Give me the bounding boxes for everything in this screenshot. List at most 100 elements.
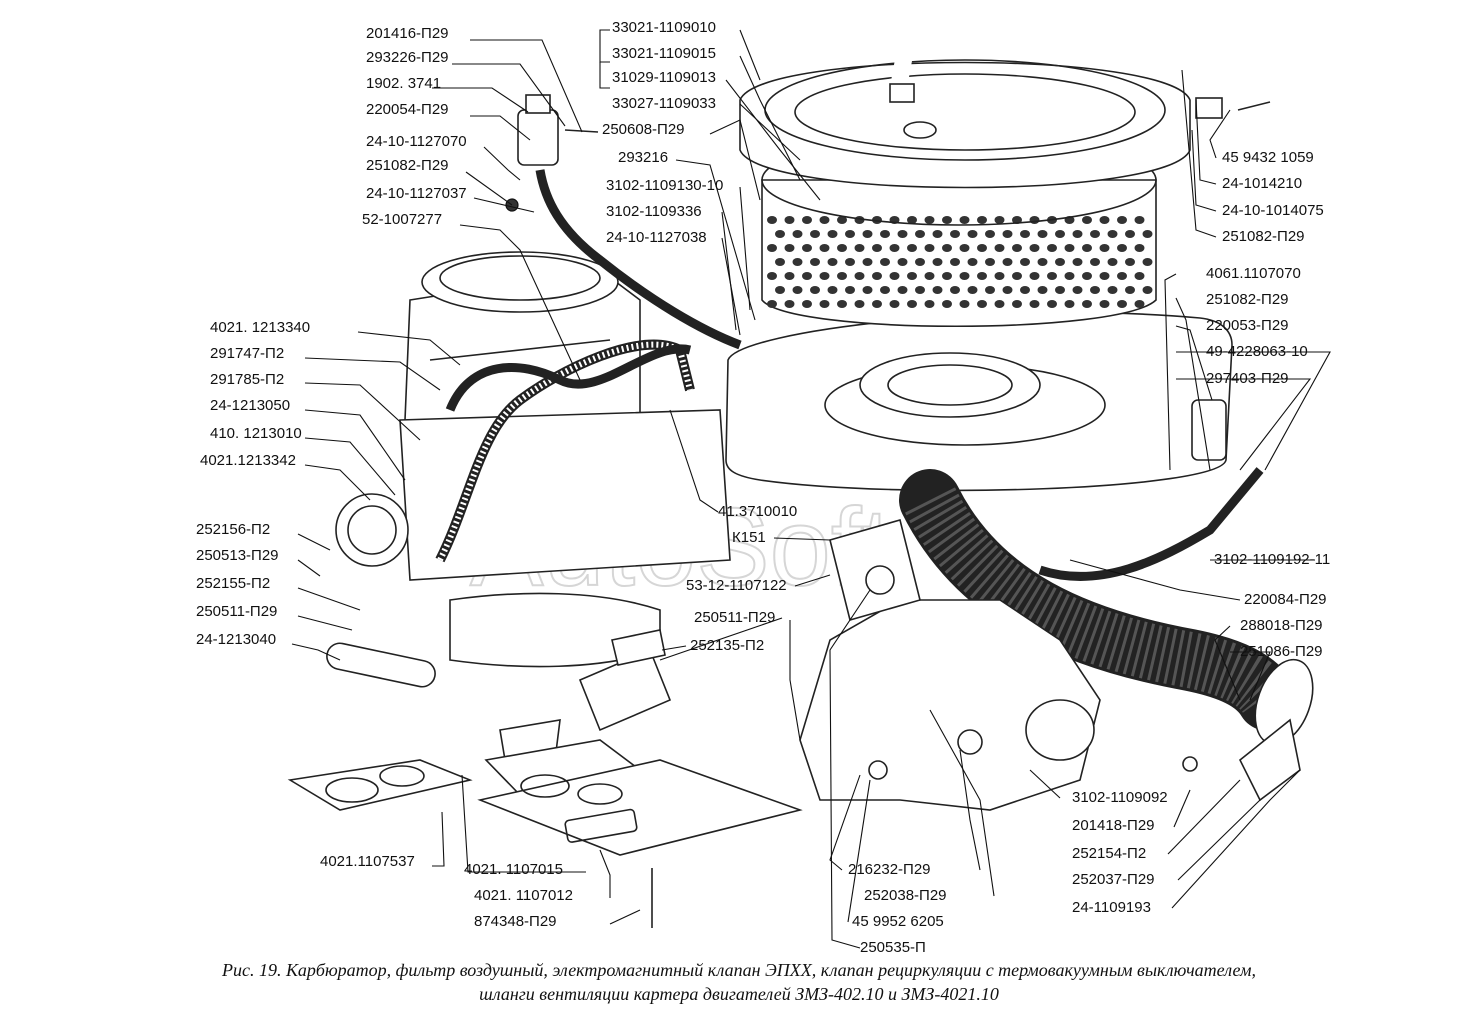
label-24-1213050: 24-1213050 xyxy=(210,397,290,414)
pipe-clamp xyxy=(1195,97,1223,119)
ephh-connector xyxy=(525,94,551,114)
cover-inner-edge xyxy=(794,73,1136,151)
cover-nut xyxy=(903,121,937,139)
intake-manifold xyxy=(399,409,731,581)
label-3102-1109336: 3102-1109336 xyxy=(606,203,702,220)
air-filter-assembly xyxy=(725,20,1271,492)
label-291747-p2: 291747-П2 xyxy=(210,345,284,362)
label-33021-1109015: 33021-1109015 xyxy=(612,45,716,62)
crankcase-vent-hose xyxy=(1038,467,1264,581)
carburetor-flange-line xyxy=(429,339,611,361)
label-33021-1109010: 33021-1109010 xyxy=(612,19,716,36)
label-24-10-1014075: 24-10-1014075 xyxy=(1222,202,1324,219)
manifold-body xyxy=(799,599,1101,811)
plate-slot xyxy=(564,808,638,843)
label-251082-p29-b: 251082-П29 xyxy=(1222,228,1305,245)
figure-caption: Рис. 19. Карбюратор, фильтр воздушный, э… xyxy=(0,958,1478,1006)
label-252154-p2: 252154-П2 xyxy=(1072,845,1146,862)
thermo-vacuum-switch-top xyxy=(611,629,666,666)
label-4021-1213340: 4021. 1213340 xyxy=(210,319,310,336)
label-288018-p29: 288018-П29 xyxy=(1240,617,1323,634)
plate-hole-b xyxy=(577,783,623,805)
label-252037-p29: 252037-П29 xyxy=(1072,871,1155,888)
label-250511-p29-b: 250511-П29 xyxy=(694,609,775,626)
label-250535-p: 250535-П xyxy=(860,939,926,956)
label-3102-1109092: 3102-1109092 xyxy=(1072,789,1168,806)
recirculation-valve xyxy=(335,493,409,567)
label-251086-p29: 251086-П29 xyxy=(1240,643,1323,660)
label-41-3710010: 41.3710010 xyxy=(718,503,797,520)
label-220053-p29: 220053-П29 xyxy=(1206,317,1289,334)
label-31029-1109013: 31029-1109013 xyxy=(612,69,716,86)
label-4021-1107015: 4021. 1107015 xyxy=(464,861,563,878)
label-251082-p29-c: 251082-П29 xyxy=(1206,291,1289,308)
carburetor-throat xyxy=(439,255,601,301)
label-293216: 293216 xyxy=(618,149,668,166)
ephh-hose xyxy=(535,169,742,350)
bracket-bolt xyxy=(1182,756,1198,772)
label-291785-p2: 291785-П2 xyxy=(210,371,284,388)
label-220084-p29: 220084-П29 xyxy=(1244,591,1327,608)
plate-hole-a xyxy=(520,774,570,798)
recirculation-gasket xyxy=(326,642,436,688)
carburetor-air-inlet xyxy=(421,251,619,313)
label-52-1007277: 52-1007277 xyxy=(362,211,442,228)
manifold-stud xyxy=(957,729,983,755)
plate-4021-1107012 xyxy=(477,759,803,856)
switch-and-gaskets xyxy=(287,629,803,928)
label-24-1213040: 24-1213040 xyxy=(196,631,276,648)
label-252156-p2: 252156-П2 xyxy=(196,521,270,538)
housing-gasket xyxy=(859,352,1041,418)
label-297403-p29: 297403-П29 xyxy=(1206,370,1289,387)
label-4021-1107012: 4021. 1107012 xyxy=(474,887,573,904)
label-216232-p29: 216232-П29 xyxy=(848,861,931,878)
label-24-10-1127037: 24-10-1127037 xyxy=(366,185,467,202)
label-53-12-1107122: 53-12-1107122 xyxy=(686,577,787,594)
exhaust-manifold xyxy=(799,399,1301,811)
label-k151: К151 xyxy=(732,529,766,546)
label-250511-p29-a: 250511-П29 xyxy=(196,603,277,620)
label-252135-p2: 252135-П2 xyxy=(690,637,764,654)
filter-element-perforation xyxy=(767,216,1153,308)
gasket-hole-b xyxy=(379,765,425,787)
warm-air-corrugated-hose xyxy=(899,469,1314,746)
label-45-9432-1059: 45 9432 1059 xyxy=(1222,149,1314,166)
label-201418-p29: 201418-П29 xyxy=(1072,817,1155,834)
label-252155-p2: 252155-П2 xyxy=(196,575,270,592)
label-49-4228063-10: 49-4228063-10 xyxy=(1206,343,1308,360)
label-4061-1107070: 4061.1107070 xyxy=(1206,265,1301,282)
filter-cover xyxy=(739,61,1191,189)
label-24-1014210: 24-1014210 xyxy=(1222,175,1302,192)
vacuum-hose-b xyxy=(445,344,692,412)
label-3102-1109130-10: 3102-1109130-10 xyxy=(606,177,723,194)
label-24-10-1127038: 24-10-1127038 xyxy=(606,229,707,246)
label-201416-p29: 201416-П29 xyxy=(366,25,449,42)
label-252038-p29: 252038-П29 xyxy=(864,887,947,904)
label-4021-1213342: 4021.1213342 xyxy=(200,452,296,469)
label-24-1109193: 24-1109193 xyxy=(1072,899,1151,916)
vent-fitting xyxy=(1191,399,1227,461)
label-251082-p29-a: 251082-П29 xyxy=(366,157,449,174)
label-4021-1107537: 4021.1107537 xyxy=(320,853,415,870)
recirculation-valve-inner xyxy=(347,505,397,555)
label-250608-p29: 250608-П29 xyxy=(602,121,685,138)
pipe-clamp-front xyxy=(889,83,915,103)
clamp-bolt xyxy=(1237,101,1271,111)
label-3102-1109192-11: 3102-1109192-11 xyxy=(1214,551,1330,568)
manifold-nut xyxy=(868,760,888,780)
label-220054-p29: 220054-П29 xyxy=(366,101,449,118)
leader-lines xyxy=(291,29,1331,949)
manifold-port xyxy=(1025,699,1095,761)
ephh-solenoid-valve xyxy=(517,109,559,166)
label-1902-3741: 1902. 3741 xyxy=(366,75,441,92)
gasket-hole-a xyxy=(325,777,379,803)
label-874348-p29: 874348-П29 xyxy=(474,913,557,930)
label-250513-p29: 250513-П29 xyxy=(196,547,279,564)
carburetor-assembly xyxy=(326,94,742,688)
label-293226-p29: 293226-П29 xyxy=(366,49,449,66)
label-410-1213010: 410. 1213010 xyxy=(210,425,302,442)
label-24-10-1127070: 24-10-1127070 xyxy=(366,133,467,150)
label-33027-1109033: 33027-1109033 xyxy=(612,95,716,112)
